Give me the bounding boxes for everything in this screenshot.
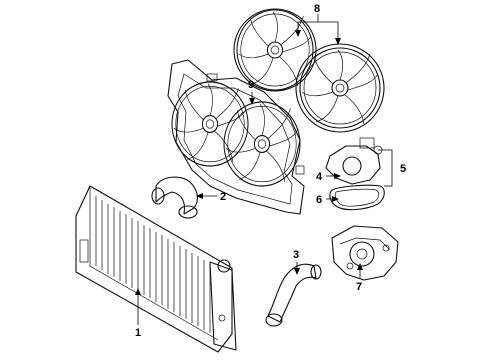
callout-1: 1 <box>135 327 141 339</box>
leader-lines <box>135 14 393 325</box>
cooling-fan-left <box>233 8 317 92</box>
callout-8: 8 <box>314 3 320 15</box>
radiator <box>75 185 237 353</box>
upper-radiator-hose <box>151 176 199 219</box>
callout-3: 3 <box>293 249 299 261</box>
arrow-1 <box>135 288 141 295</box>
arrow-6 <box>332 196 339 202</box>
arrow-4 <box>334 173 341 179</box>
arrow-9 <box>249 98 255 105</box>
callout-6: 6 <box>316 194 322 206</box>
callout-7: 7 <box>356 281 362 293</box>
callout-labels: 1 2 3 4 5 6 7 8 9 <box>135 3 406 339</box>
thermostat-housing <box>325 137 383 185</box>
cooling-fan-right <box>295 43 385 133</box>
arrow-3 <box>294 268 300 275</box>
leader-8 <box>297 14 319 34</box>
lower-radiator-hose <box>265 263 322 327</box>
water-pump <box>331 225 399 281</box>
leader-5b <box>384 168 393 187</box>
leader-8b <box>318 21 339 42</box>
callout-9: 9 <box>248 79 254 91</box>
callout-2: 2 <box>220 191 226 203</box>
fan-shroud <box>167 59 305 215</box>
arrow-8a <box>295 30 301 37</box>
thermostat-gasket <box>329 184 385 211</box>
callout-5: 5 <box>400 163 406 175</box>
arrow-7 <box>357 263 363 270</box>
callout-4: 4 <box>316 171 323 183</box>
arrow-2 <box>196 193 203 199</box>
arrow-8b <box>335 38 341 45</box>
leader-5 <box>378 149 393 168</box>
